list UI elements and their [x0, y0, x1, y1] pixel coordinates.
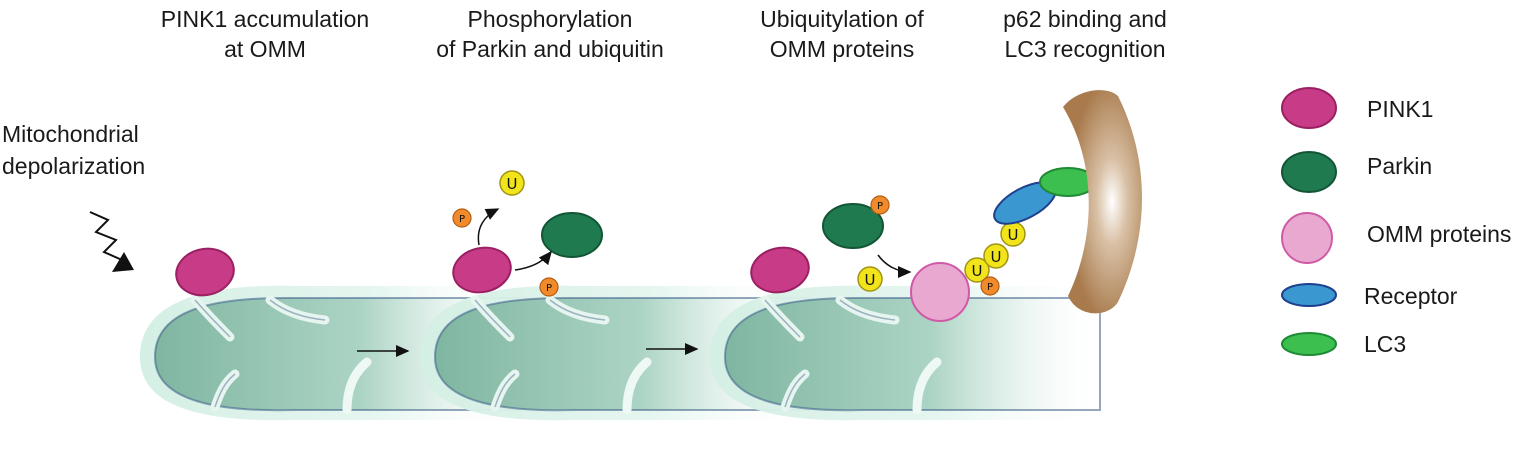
pink1-protein [452, 246, 512, 294]
stage-3-title: Ubiquitylation of OMM proteins [760, 6, 924, 62]
omm-protein [910, 262, 970, 322]
svg-text:U: U [507, 175, 518, 193]
phosphate-marker: P [452, 208, 472, 228]
parkin-protein [822, 203, 884, 249]
pink1-protein [750, 246, 810, 294]
phagophore-membrane [1063, 90, 1142, 314]
ubiquitin-marker: U [499, 170, 525, 196]
legend-label-lc3: LC3 [1364, 331, 1407, 357]
stage-1-title: PINK1 accumulation at OMM [160, 6, 370, 62]
depolarization-label: Mitochondrial depolarization [2, 121, 146, 179]
pink1-protein [175, 247, 235, 297]
curved-arrow [514, 250, 552, 271]
legend-label-receptor: Receptor [1364, 283, 1458, 309]
curved-arrow [877, 254, 912, 278]
ubiquitin-marker: U [857, 266, 883, 292]
legend-label-pink1: PINK1 [1367, 96, 1434, 122]
curved-arrow [477, 208, 500, 246]
svg-text:U: U [1008, 226, 1019, 244]
legend-label-omm-proteins: OMM proteins [1367, 221, 1512, 247]
stage-2-title: Phosphorylation of Parkin and ubiquitin [436, 6, 664, 62]
svg-text:P: P [987, 282, 993, 293]
svg-text:U: U [972, 262, 983, 280]
legend-pink1-swatch [1281, 87, 1337, 129]
ubiquitin-marker: U [983, 243, 1009, 269]
svg-text:P: P [459, 214, 465, 225]
svg-text:P: P [546, 283, 552, 294]
svg-text:P: P [877, 201, 883, 212]
svg-text:U: U [865, 271, 876, 289]
legend-label-parkin: Parkin [1367, 153, 1433, 179]
ubiquitin-marker: U [1000, 221, 1026, 247]
ubiquitin-marker: U [964, 257, 990, 283]
phosphate-marker: P [539, 277, 559, 297]
parkin-protein [541, 212, 603, 258]
legend-omm-proteins-swatch [1281, 212, 1333, 264]
legend-lc3-swatch [1281, 332, 1337, 356]
stage-4-title: p62 binding and LC3 recognition [1003, 6, 1167, 62]
phosphate-marker: P [870, 195, 890, 215]
legend-parkin-swatch [1281, 151, 1337, 193]
lightning-bolt-icon [89, 211, 134, 272]
legend-receptor-swatch [1281, 283, 1337, 307]
phosphate-marker: P [980, 276, 1000, 296]
svg-text:U: U [991, 248, 1002, 266]
mitochondrion-stage-3 [710, 286, 1105, 420]
